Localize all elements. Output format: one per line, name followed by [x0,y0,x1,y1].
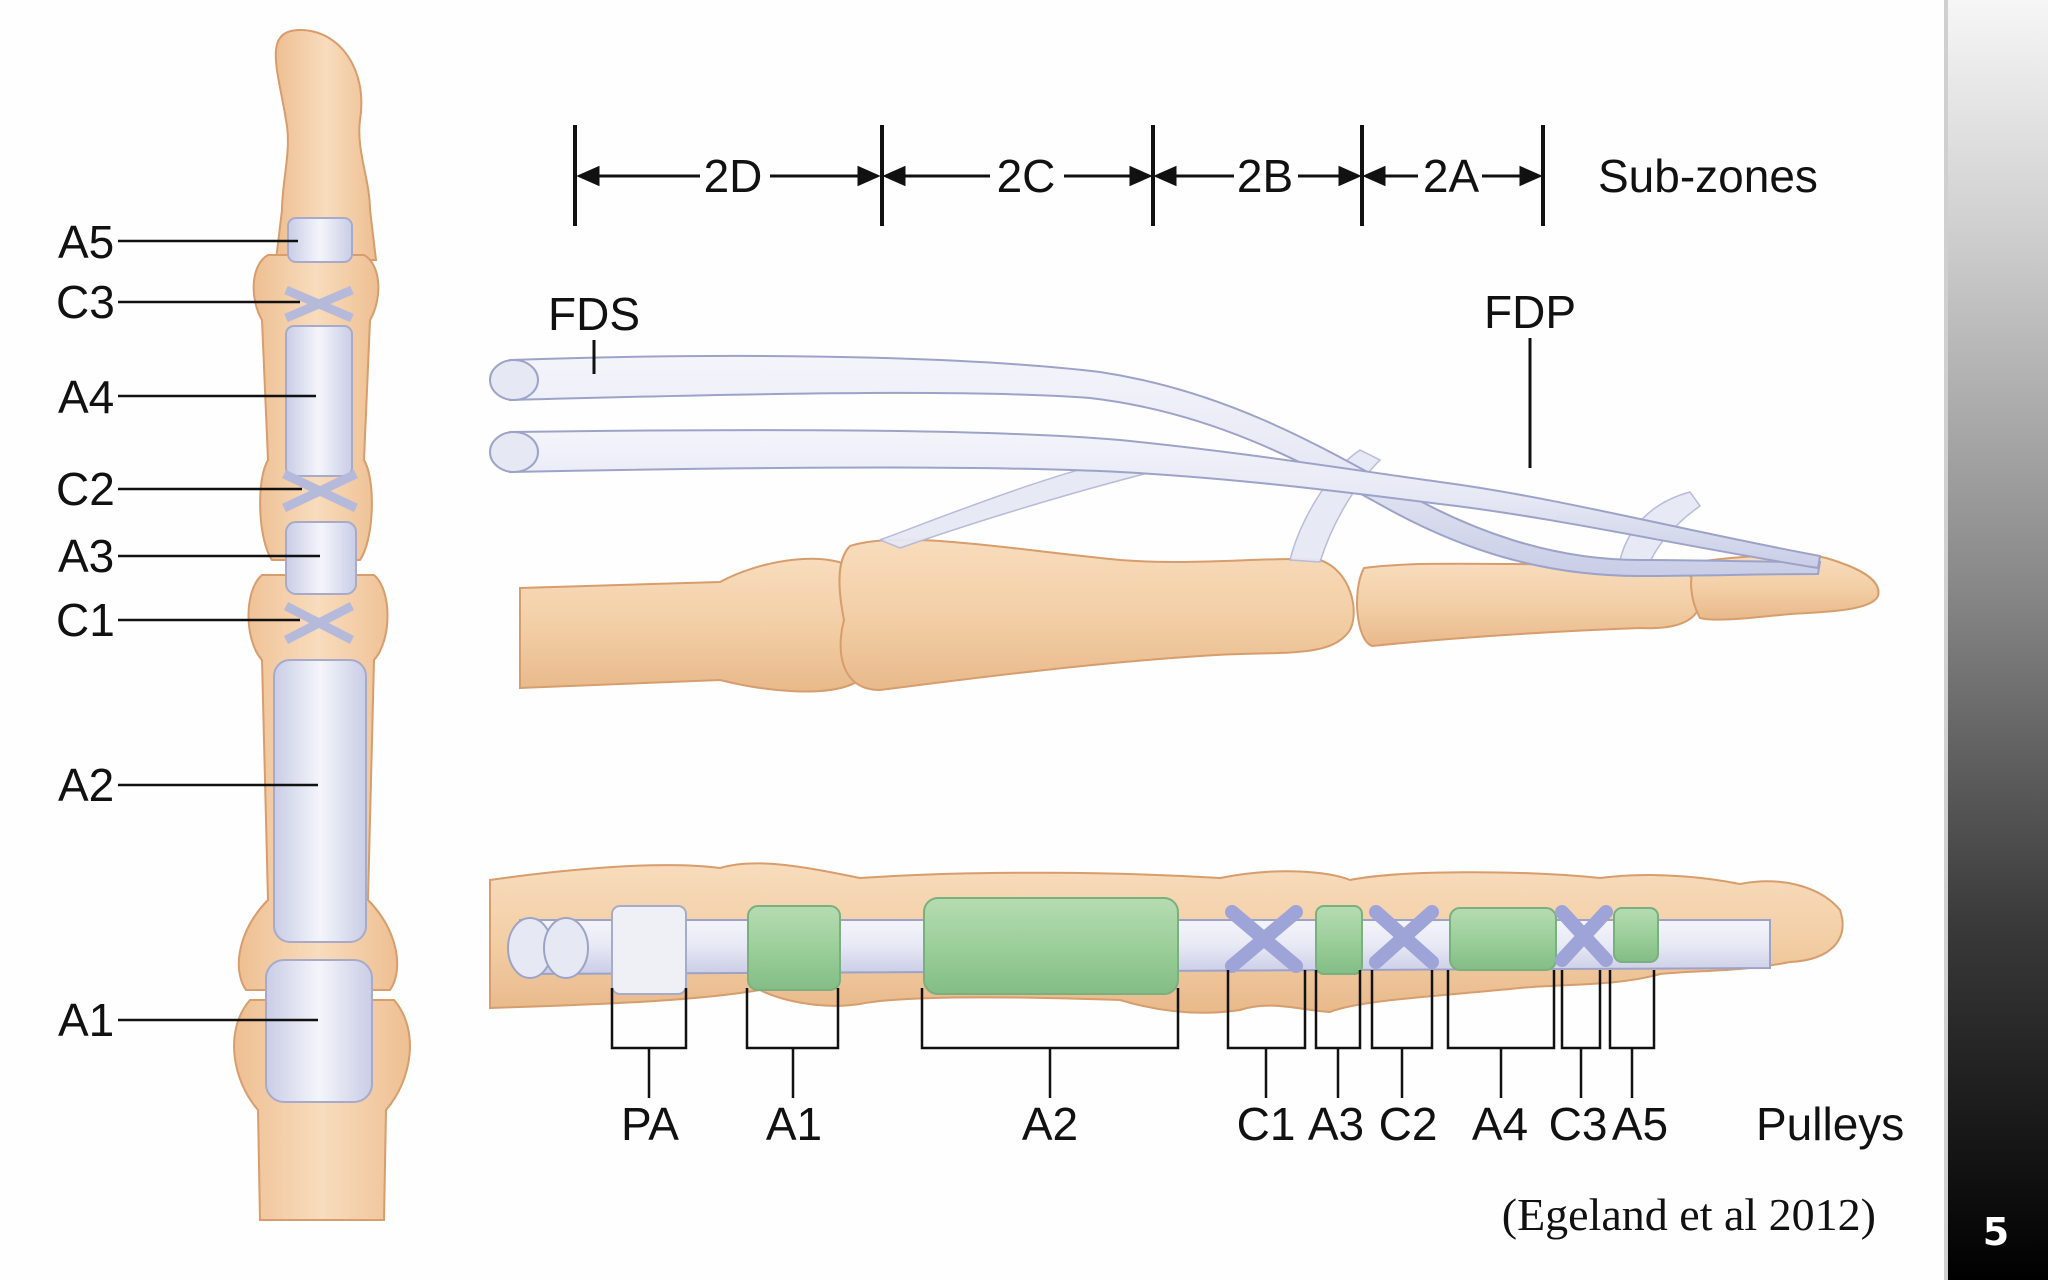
left-label-a5: A5 [58,216,114,268]
lateral-proximal-phalanx [838,538,1355,692]
pulley-label-a3: A3 [1308,1098,1364,1150]
left-pulley-a3-shape [285,521,357,595]
palmar-view: PA A1 A2 C1 A3 C2 A4 C3 A5 Pulleys [489,862,1904,1150]
left-pulley-a2-shape [273,659,367,943]
pulleys-label: Pulleys [1756,1098,1904,1150]
left-pulley-c2-shape [282,469,358,513]
lateral-metacarpal [519,557,876,693]
fds-label: FDS [548,288,640,340]
left-label-c3: C3 [56,276,115,328]
left-pulley-labels: A5 C3 A4 C2 A3 C1 A2 A1 [56,216,115,1046]
left-label-a1: A1 [58,994,114,1046]
page-number: 5 [1982,1210,2010,1254]
pulley-label-a1: A1 [766,1098,822,1150]
subzone-2a: 2A [1423,150,1480,202]
subzone-2d: 2D [704,150,763,202]
pulley-label-a4: A4 [1472,1098,1528,1150]
left-pulley-a1-shape [265,959,373,1103]
pulley-label-c3: C3 [1549,1098,1608,1150]
subzone-dividers [573,125,1545,226]
pulley-label-c2: C2 [1379,1098,1438,1150]
left-label-c2: C2 [56,463,115,515]
left-leader-lines [118,239,320,1022]
cruciate-pulleys [1225,905,1613,973]
pulley-a3-shape [1315,905,1363,975]
left-pulley-a4-shape [285,325,353,477]
pulley-label-c1: C1 [1237,1098,1296,1150]
fds-tendon-end [489,359,539,401]
pulley-brackets [610,970,1656,1098]
slide-canvas: A5 C3 A4 C2 A3 C1 A2 A1 2D [56,28,1905,1240]
pulley-label-a2: A2 [1022,1098,1078,1150]
pulley-label-a5: A5 [1612,1098,1668,1150]
fdp-tendon [509,429,1822,570]
subzone-2b: 2B [1237,150,1293,202]
subzones-label: Sub-zones [1598,150,1818,202]
pulley-a4-shape [1449,907,1557,971]
left-label-c1: C1 [56,594,115,646]
left-label-a3: A3 [58,530,114,582]
left-pulley-c3-shape [284,285,354,323]
fds-tendon [509,354,1822,578]
subzone-arrows [576,165,1543,187]
pulley-label-pa: PA [621,1098,679,1150]
slide-sidebar [1944,0,2048,1280]
left-pulley-c1-shape [283,601,355,645]
subzone-2c: 2C [997,150,1056,202]
citation: (Egeland et al 2012) [1501,1189,1876,1240]
subzones-bar: 2D 2C 2B 2A Sub-zones [573,125,1818,226]
left-label-a4: A4 [58,371,114,423]
fdp-tendon-end [489,431,539,473]
frontal-finger-view: A5 C3 A4 C2 A3 C1 A2 A1 [56,28,411,1221]
pulley-a5-shape [1613,907,1659,963]
fdp-label: FDP [1484,286,1576,338]
palmar-tendon-end-2 [543,917,589,979]
pulley-a1-shape [747,905,841,991]
pulley-pa-shape [611,905,687,995]
left-label-a2: A2 [58,759,114,811]
lateral-view: FDS FDP [489,286,1880,693]
finger-anatomy-illustration: A5 C3 A4 C2 A3 C1 A2 A1 2D [56,28,1904,1221]
pulley-a2-shape [923,897,1179,995]
